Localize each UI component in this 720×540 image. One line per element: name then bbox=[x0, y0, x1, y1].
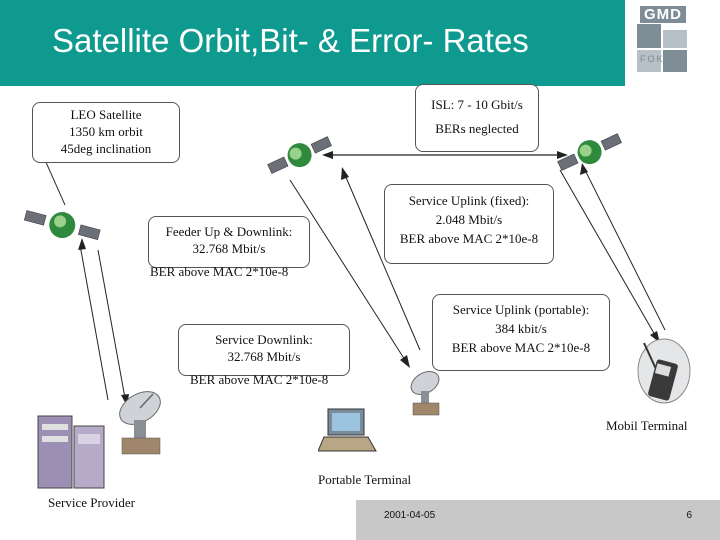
title-bar: Satellite Orbit,Bit- & Error- Rates bbox=[0, 0, 720, 86]
feeder-title: Feeder Up & Downlink: bbox=[165, 224, 293, 239]
satellite-dish-icon bbox=[410, 371, 440, 416]
isl-ber: BERs neglected bbox=[435, 121, 519, 136]
mobil-terminal-label: Mobil Terminal bbox=[606, 418, 688, 433]
leo-satellite-box: LEO Satellite 1350 km orbit 45deg inclin… bbox=[32, 102, 180, 163]
logo-subtext: FOKUS bbox=[640, 54, 682, 64]
isl-rate: ISL: 7 - 10 Gbit/s bbox=[431, 97, 523, 112]
feeder-ber: BER above MAC 2*10e-8 bbox=[150, 264, 289, 279]
service-downlink-box: Service Downlink: 32.768 Mbit/s bbox=[178, 324, 350, 376]
uplink-fixed-title: Service Uplink (fixed): bbox=[408, 193, 530, 208]
satellite-dish-icon bbox=[119, 391, 161, 455]
satellite-icon bbox=[557, 133, 622, 171]
downlink-ber: BER above MAC 2*10e-8 bbox=[190, 372, 329, 387]
uplink-portable-ber: BER above MAC 2*10e-8 bbox=[451, 340, 591, 355]
logo-text: GMD bbox=[640, 6, 686, 23]
leo-line-3: 45deg inclination bbox=[60, 141, 152, 156]
uplink-portable-title: Service Uplink (portable): bbox=[452, 302, 590, 317]
isl-box: ISL: 7 - 10 Gbit/s BERs neglected bbox=[415, 84, 539, 152]
uplink-portable-rate: 384 kbit/s bbox=[495, 321, 547, 336]
footer-date: 2001-04-05 bbox=[384, 510, 436, 521]
page-number: 6 bbox=[686, 510, 692, 521]
server-icon bbox=[37, 415, 105, 489]
laptop-icon bbox=[318, 408, 377, 452]
uplink-fixed-ber: BER above MAC 2*10e-8 bbox=[399, 231, 539, 246]
feeder-rate: 32.768 Mbit/s bbox=[192, 241, 266, 256]
portable-terminal-label: Portable Terminal bbox=[318, 472, 412, 487]
mobile-terminal-icon bbox=[637, 338, 691, 404]
service-uplink-portable-box: Service Uplink (portable): 384 kbit/s BE… bbox=[432, 294, 610, 371]
logo-graphic bbox=[637, 24, 687, 72]
satellite-icon bbox=[267, 136, 332, 174]
gmd-fokus-logo: GMD FOKUS bbox=[625, 0, 720, 86]
leo-line-2: 1350 km orbit bbox=[69, 124, 143, 139]
satellite-icon bbox=[23, 210, 101, 241]
footer-bar: 2001-04-05 6 bbox=[356, 500, 720, 540]
uplink-fixed-rate: 2.048 Mbit/s bbox=[435, 212, 503, 227]
leo-line-1: LEO Satellite bbox=[70, 107, 142, 122]
downlink-title: Service Downlink: bbox=[215, 332, 313, 347]
service-provider-label: Service Provider bbox=[48, 495, 136, 510]
slide-title: Satellite Orbit,Bit- & Error- Rates bbox=[52, 22, 529, 59]
service-uplink-fixed-box: Service Uplink (fixed): 2.048 Mbit/s BER… bbox=[384, 184, 554, 264]
downlink-rate: 32.768 Mbit/s bbox=[227, 349, 301, 364]
feeder-link-box: Feeder Up & Downlink: 32.768 Mbit/s bbox=[148, 216, 310, 268]
